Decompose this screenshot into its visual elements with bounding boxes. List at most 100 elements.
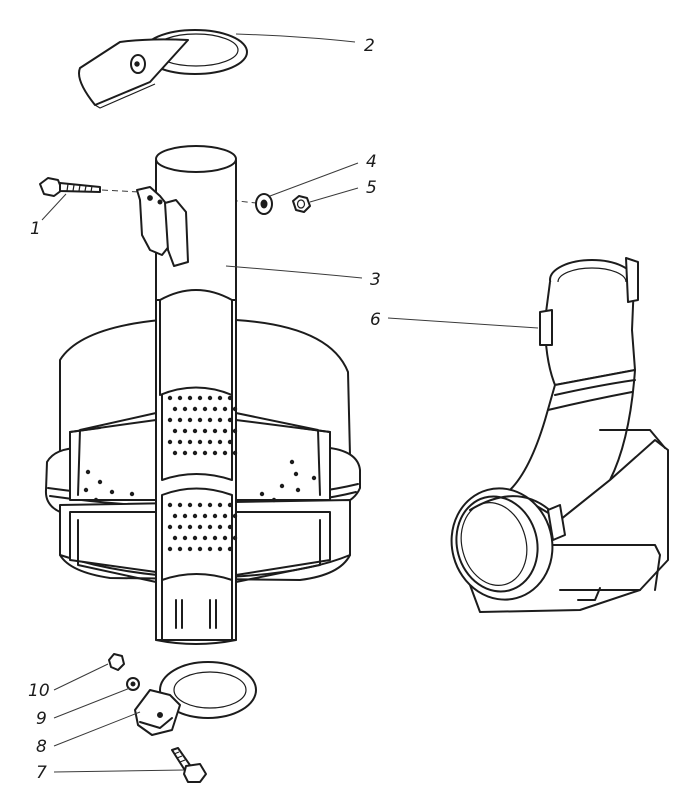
perforation-hole: [212, 535, 218, 541]
leader-8: [53, 711, 141, 747]
perforation-hole: [182, 513, 188, 519]
perforation-hole: [93, 497, 99, 503]
perforation-hole: [172, 428, 178, 434]
perforation-hole: [177, 524, 183, 530]
leader-7: [53, 769, 185, 773]
perforation-hole: [207, 524, 213, 530]
perforation-hole: [279, 483, 285, 489]
callout-6: 6: [370, 310, 381, 330]
perforation-hole: [197, 417, 203, 423]
perforation-hole: [187, 395, 193, 401]
perforation-hole: [217, 546, 223, 552]
perforation-hole: [212, 428, 218, 434]
perforation-hole: [207, 546, 213, 552]
perforation-hole: [197, 546, 203, 552]
perforation-hole: [167, 417, 173, 423]
perforation-hole: [172, 513, 178, 519]
perforation-hole: [172, 535, 178, 541]
perforation-hole: [85, 469, 91, 475]
perforation-hole: [207, 502, 213, 508]
callout-1: 1: [30, 219, 41, 239]
leader-5: [309, 187, 359, 203]
perforation-hole: [109, 489, 115, 495]
perforation-hole: [217, 395, 223, 401]
perforation-hole: [259, 491, 265, 497]
callout-8: 8: [36, 737, 47, 757]
perforation-hole: [177, 546, 183, 552]
perforation-hole: [295, 487, 301, 493]
perforation-hole: [222, 450, 228, 456]
perforation-hole: [192, 450, 198, 456]
part-1-bolt: [39, 177, 101, 197]
perforation-hole: [217, 417, 223, 423]
perforation-hole: [207, 439, 213, 445]
perforation-hole: [202, 428, 208, 434]
part-7-bolt: [171, 747, 207, 783]
perforation-hole: [202, 406, 208, 412]
perforation-hole: [177, 502, 183, 508]
perforation-hole: [167, 395, 173, 401]
perforation-holes: [83, 395, 317, 552]
leader-9: [53, 687, 131, 719]
part-8-clamp: [134, 661, 257, 736]
leader-10: [53, 663, 109, 691]
perforation-hole: [222, 428, 228, 434]
perforation-hole: [227, 395, 233, 401]
perforation-hole: [177, 395, 183, 401]
perforation-hole: [232, 535, 238, 541]
perforation-hole: [167, 546, 173, 552]
perforation-hole: [192, 428, 198, 434]
perforation-hole: [222, 513, 228, 519]
perforation-hole: [212, 450, 218, 456]
perforation-hole: [227, 524, 233, 530]
perforation-hole: [129, 491, 135, 497]
perforation-hole: [293, 471, 299, 477]
perforation-hole: [212, 406, 218, 412]
perforation-hole: [289, 459, 295, 465]
callout-2: 2: [364, 36, 375, 56]
part-2-rain-cap: [78, 29, 248, 109]
perforation-hole: [167, 524, 173, 530]
callout-9: 9: [36, 709, 47, 729]
callout-10: 10: [28, 681, 50, 701]
perforation-hole: [222, 535, 228, 541]
callout-7: 7: [36, 763, 47, 783]
perforation-hole: [192, 406, 198, 412]
leader-3: [225, 265, 363, 279]
perforation-hole: [177, 417, 183, 423]
perforation-hole: [197, 502, 203, 508]
leader-2: [235, 33, 356, 43]
perforation-hole: [182, 428, 188, 434]
perforation-hole: [167, 502, 173, 508]
perforation-hole: [207, 395, 213, 401]
part-9-washer: [126, 677, 140, 691]
part-4-washer: [255, 193, 273, 215]
perforation-hole: [187, 417, 193, 423]
perforation-hole: [227, 502, 233, 508]
perforation-hole: [311, 475, 317, 481]
perforation-hole: [197, 395, 203, 401]
perforation-hole: [212, 513, 218, 519]
perforation-hole: [227, 417, 233, 423]
perforation-hole: [192, 535, 198, 541]
perforation-hole: [271, 497, 277, 503]
callout-3: 3: [370, 270, 381, 290]
perforation-hole: [177, 439, 183, 445]
perforation-hole: [192, 513, 198, 519]
perforation-hole: [197, 524, 203, 530]
perforation-hole: [187, 524, 193, 530]
perforation-hole: [207, 417, 213, 423]
perforation-hole: [202, 450, 208, 456]
perforation-hole: [197, 439, 203, 445]
callout-4: 4: [366, 152, 377, 172]
perforation-hole: [227, 439, 233, 445]
perforation-hole: [227, 546, 233, 552]
part-6-elbow-pipe: [450, 257, 669, 613]
perforation-hole: [217, 502, 223, 508]
perforation-hole: [172, 406, 178, 412]
perforation-hole: [232, 428, 238, 434]
perforation-hole: [217, 439, 223, 445]
perforation-hole: [202, 513, 208, 519]
perforation-hole: [232, 406, 238, 412]
